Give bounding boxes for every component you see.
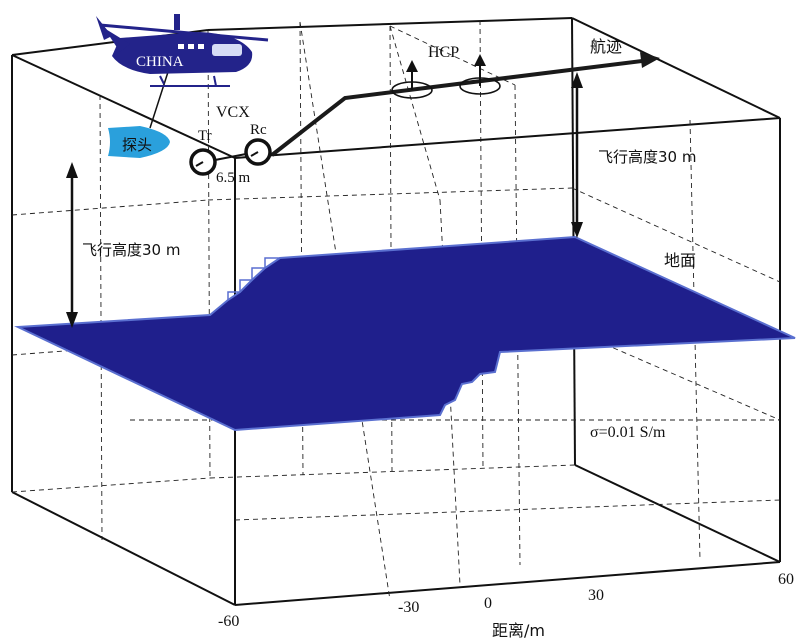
tow-cable	[149, 71, 169, 129]
tr-label: Tr	[198, 128, 212, 144]
helicopter-text: CHINA	[136, 54, 184, 70]
hcp-coil-1	[391, 60, 433, 99]
hcp-coil-2	[459, 54, 501, 95]
x-tick-neg60: -60	[218, 613, 239, 630]
rc-label: Rc	[250, 122, 267, 138]
ground-label: 地面	[664, 251, 696, 270]
x-axis-title: 距离/m	[492, 621, 545, 640]
x-tick-neg30: -30	[398, 599, 419, 616]
probe-label: 探头	[122, 136, 152, 154]
x-tick-0: 0	[484, 595, 492, 612]
flight-height-arrow-left	[66, 162, 78, 328]
flight-height-label-right: 飞行高度30 m	[598, 148, 696, 166]
coil-link	[214, 153, 247, 161]
flight-track	[270, 52, 660, 157]
track-label: 航迹	[590, 37, 622, 56]
fault-steps	[227, 257, 280, 300]
flight-height-arrow-right	[571, 72, 583, 238]
tr-coil	[189, 148, 217, 176]
probe-icon	[108, 126, 170, 158]
vcx-label: VCX	[216, 104, 250, 121]
helicopter-icon	[96, 14, 269, 87]
rc-coil	[244, 138, 272, 166]
x-tick-60: 60	[778, 571, 794, 588]
hcp-label: HCP	[428, 44, 459, 61]
spacing-label: 6.5 m	[216, 170, 251, 186]
flight-height-label-left: 飞行高度30 m	[82, 241, 180, 259]
conductivity-label: σ=0.01 S/m	[590, 424, 666, 441]
x-tick-30: 30	[588, 587, 604, 604]
